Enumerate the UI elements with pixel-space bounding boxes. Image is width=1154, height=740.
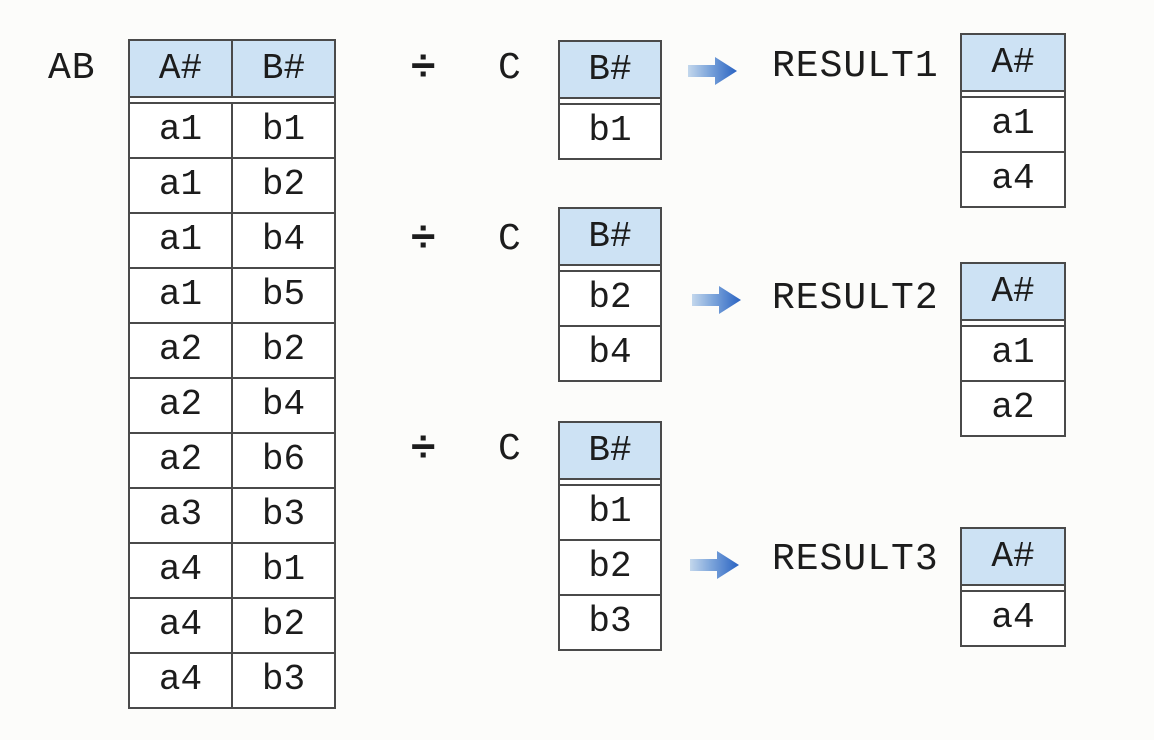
cell: a1 (158, 109, 203, 150)
divide-icon: ÷ (410, 215, 437, 265)
right-block-arrow-icon (690, 551, 739, 579)
cell: b2 (588, 546, 632, 587)
table-row: b1 (560, 103, 660, 158)
cell: a2 (158, 329, 203, 370)
table-row: a2 b4 (130, 377, 334, 432)
table-c3: B# b1 b2 b3 (558, 421, 662, 651)
cell: b3 (231, 489, 334, 542)
table-row: a4 b1 (130, 542, 334, 597)
table-row: a3 b3 (130, 487, 334, 542)
double-rule-gap (560, 480, 660, 484)
cell: b1 (231, 104, 334, 157)
double-rule-gap (560, 99, 660, 103)
table-row: a4 b2 (130, 597, 334, 652)
table-row: a2 b2 (130, 322, 334, 377)
cell: a1 (991, 103, 1035, 144)
table-row: a4 (962, 590, 1064, 645)
cell: a4 (991, 158, 1035, 199)
table-row: a4 b3 (130, 652, 334, 707)
table-row: b2 (560, 539, 660, 594)
cell: b1 (231, 544, 334, 597)
cell: b2 (588, 277, 632, 318)
cell: a4 (991, 597, 1035, 638)
cell: a1 (991, 332, 1035, 373)
table-row: a1 (962, 96, 1064, 151)
table-row: a1 b2 (130, 157, 334, 212)
table-label-ab: AB (48, 47, 96, 90)
table-c2-header: B# (560, 209, 660, 266)
table-result1: A# a1 a4 (960, 33, 1066, 208)
table-c3-header: B# (560, 423, 660, 480)
cell: b4 (231, 214, 334, 267)
table-row: b4 (560, 325, 660, 380)
table-row: b2 (560, 270, 660, 325)
double-rule-gap (560, 266, 660, 270)
table-row: b1 (560, 484, 660, 539)
column-header-a: A# (158, 48, 203, 89)
double-rule-gap (962, 92, 1064, 96)
table-result2-header: A# (962, 264, 1064, 321)
cell: a3 (158, 494, 203, 535)
cell: b2 (231, 159, 334, 212)
table-c1: B# b1 (558, 40, 662, 160)
column-header-b: B# (588, 430, 632, 471)
result2-label: RESULT2 (772, 277, 939, 320)
table-row: b3 (560, 594, 660, 649)
column-header-a: A# (991, 42, 1035, 83)
table-ab: A# B# a1 b1 a1 b2 a1 b4 a1 b5 a2 b2 a2 b… (128, 39, 336, 709)
cell: a2 (991, 387, 1035, 428)
result1-label: RESULT1 (772, 45, 939, 88)
column-header-b: B# (588, 49, 632, 90)
cell: b3 (588, 601, 632, 642)
table-row: a1 (962, 325, 1064, 380)
divide-icon: ÷ (410, 425, 437, 475)
table-c2: B# b2 b4 (558, 207, 662, 382)
table-row: a1 b1 (130, 102, 334, 157)
table-label-c1: C (498, 47, 522, 90)
cell: b1 (588, 491, 632, 532)
cell: a2 (158, 439, 203, 480)
cell: a4 (158, 549, 203, 590)
table-label-c2: C (498, 218, 522, 261)
cell: b4 (588, 332, 632, 373)
divide-icon: ÷ (410, 44, 437, 94)
cell: a1 (158, 164, 203, 205)
column-header-b: B# (231, 41, 334, 96)
cell: b5 (231, 269, 334, 322)
cell: b6 (231, 434, 334, 487)
column-header-a: A# (991, 536, 1035, 577)
column-header-a: A# (991, 271, 1035, 312)
table-result3-header: A# (962, 529, 1064, 586)
result3-label: RESULT3 (772, 538, 939, 581)
table-row: a2 b6 (130, 432, 334, 487)
double-rule-gap (962, 321, 1064, 325)
cell: a1 (158, 219, 203, 260)
cell: a1 (158, 274, 203, 315)
cell: b1 (588, 110, 632, 151)
cell: b2 (231, 599, 334, 652)
column-header-b: B# (588, 216, 632, 257)
double-rule-gap (130, 98, 334, 102)
right-block-arrow-icon (692, 286, 741, 314)
cell: b4 (231, 379, 334, 432)
table-ab-header: A# B# (130, 41, 334, 98)
table-row: a2 (962, 380, 1064, 435)
table-c1-header: B# (560, 42, 660, 99)
cell: b3 (231, 654, 334, 707)
table-row: a1 b5 (130, 267, 334, 322)
cell: a4 (158, 659, 203, 700)
cell: a2 (158, 384, 203, 425)
table-result1-header: A# (962, 35, 1064, 92)
right-block-arrow-icon (688, 57, 737, 85)
table-row: a1 b4 (130, 212, 334, 267)
table-result3: A# a4 (960, 527, 1066, 647)
double-rule-gap (962, 586, 1064, 590)
cell: b2 (231, 324, 334, 377)
table-result2: A# a1 a2 (960, 262, 1066, 437)
table-row: a4 (962, 151, 1064, 206)
table-label-c3: C (498, 428, 522, 471)
cell: a4 (158, 604, 203, 645)
